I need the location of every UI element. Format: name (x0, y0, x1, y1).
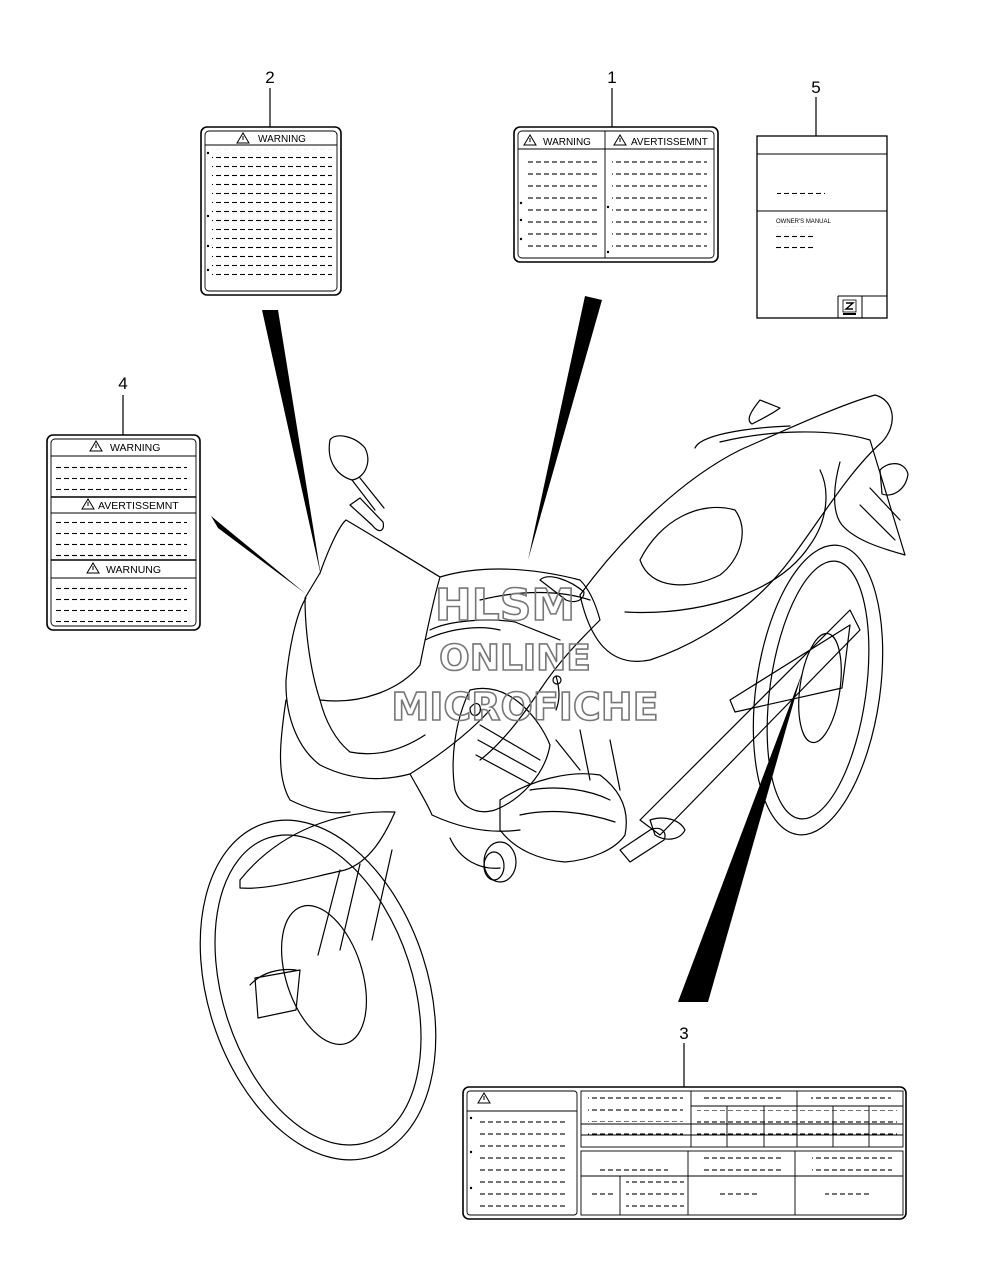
label-1-header-right: AVERTISSEMNT (631, 137, 708, 148)
label-1-header-left: WARNING (543, 137, 591, 148)
label-2-header: WARNING (258, 134, 306, 145)
warning-triangle-icon (236, 132, 250, 144)
warning-triangle-icon (81, 498, 95, 510)
motorcycle-illustration (199, 394, 909, 1161)
label-4-header-3: WARNUNG (106, 564, 161, 576)
watermark: HLSM ONLINE MICROFICHE (391, 579, 660, 730)
callout-1: 1 (607, 68, 616, 87)
callout-leaders (122, 88, 817, 1087)
pointer-wedges (211, 296, 802, 1002)
warning-triangle-icon (477, 1092, 491, 1104)
label-5-owners-manual: OWNER'S MANUAL (756, 135, 888, 319)
label-2: WARNING (200, 126, 342, 296)
label-4-header-1: WARNING (110, 442, 160, 454)
warning-triangle-icon (523, 134, 537, 146)
callout-2: 2 (265, 68, 274, 87)
owners-manual-title: OWNER'S MANUAL (776, 219, 831, 225)
suzuki-logo-icon (842, 299, 857, 315)
warning-triangle-icon (613, 134, 627, 146)
callout-5: 5 (811, 78, 820, 97)
label-1: WARNING AVERTISSEMNT (513, 126, 719, 263)
watermark-line-1: HLSM (435, 580, 575, 631)
callout-3: 3 (679, 1024, 688, 1043)
label-3 (462, 1086, 907, 1220)
warning-triangle-icon (89, 440, 103, 452)
label-4-header-2: AVERTISSEMNT (98, 500, 179, 512)
watermark-line-3: MICROFICHE (391, 685, 658, 729)
callout-4: 4 (118, 374, 127, 393)
warning-triangle-icon (86, 562, 100, 574)
watermark-line-2: ONLINE (439, 638, 591, 679)
label-4: WARNING AVERTISSEMNT WARNUNG (46, 434, 201, 631)
